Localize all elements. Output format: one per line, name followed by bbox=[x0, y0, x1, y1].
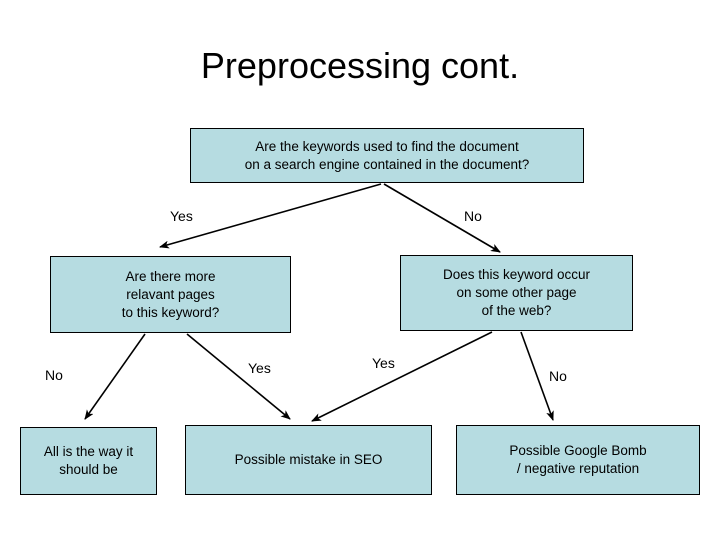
node-label: Are there more relavant pages to this ke… bbox=[121, 268, 220, 320]
node-relevant-pages-question[interactable]: Are there more relavant pages to this ke… bbox=[50, 256, 291, 333]
edge-label-other-no: No bbox=[549, 368, 567, 384]
node-all-is-fine-outcome[interactable]: All is the way it should be bbox=[20, 427, 157, 495]
edge-label-root-yes: Yes bbox=[170, 208, 193, 224]
page-title: Preprocessing cont. bbox=[200, 45, 520, 86]
node-label: All is the way it should be bbox=[43, 444, 134, 477]
node-seo-mistake-outcome[interactable]: Possible mistake in SEO bbox=[185, 425, 432, 495]
node-root-question[interactable]: Are the keywords used to find the docume… bbox=[190, 128, 584, 183]
node-other-page-question[interactable]: Does this keyword occur on some other pa… bbox=[400, 255, 633, 331]
edge-root-to-relevant bbox=[159, 183, 382, 249]
edge-other-to-seo-mistake bbox=[311, 331, 493, 422]
edge-label-root-no: No bbox=[464, 208, 482, 224]
edge-label-relevant-yes: Yes bbox=[248, 360, 271, 376]
node-google-bomb-outcome[interactable]: Possible Google Bomb / negative reputati… bbox=[456, 425, 700, 495]
node-label: Are the keywords used to find the docume… bbox=[244, 138, 530, 172]
edge-relevant-to-all-is-fine bbox=[84, 333, 146, 420]
node-label: Does this keyword occur on some other pa… bbox=[442, 267, 591, 318]
edge-label-other-yes: Yes bbox=[372, 355, 395, 371]
edge-label-relevant-no: No bbox=[45, 367, 63, 383]
edge-relevant-to-seo-mistake bbox=[186, 333, 291, 420]
node-label: Possible Google Bomb / negative reputati… bbox=[509, 443, 647, 476]
node-label: Possible mistake in SEO bbox=[234, 452, 383, 467]
edge-root-to-other bbox=[383, 183, 501, 253]
